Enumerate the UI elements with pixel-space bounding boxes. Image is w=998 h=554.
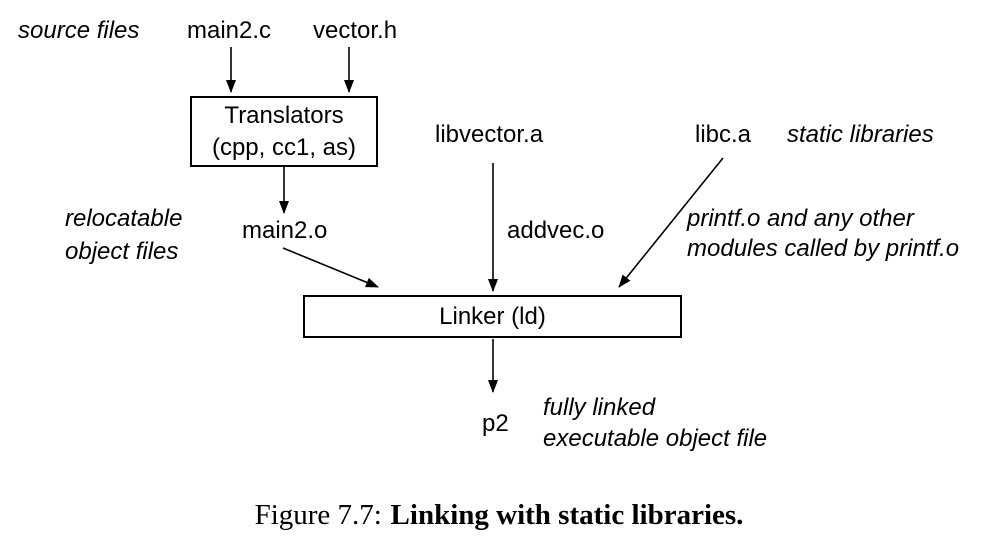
arrow-main2o-to-linker xyxy=(282,247,379,288)
fully-linked-note-line1: fully linked xyxy=(543,394,656,421)
translators-box-subtitle: (cpp, cc1, as) xyxy=(211,133,357,161)
figure-caption-title: Linking with static libraries. xyxy=(390,499,744,531)
printf-modules-note-line2: modules called by printf.o xyxy=(687,235,960,262)
fully-linked-note-line2: executable object file xyxy=(543,425,768,452)
file-libc-a: libc.a xyxy=(695,121,752,148)
file-main2-c: main2.c xyxy=(187,17,272,44)
translators-box: Translators (cpp, cc1, as) xyxy=(190,96,378,167)
printf-modules-note: printf.o and any other modules called by… xyxy=(687,204,959,264)
file-vector-h: vector.h xyxy=(313,17,398,44)
file-main2-o: main2.o xyxy=(242,217,328,244)
fully-linked-note: fully linked executable object file xyxy=(543,392,767,454)
relocatable-object-files-label: relocatable object files xyxy=(65,202,182,268)
linker-box-title: Linker (ld) xyxy=(439,302,546,330)
source-files-label: source files xyxy=(18,17,140,44)
linker-box: Linker (ld) xyxy=(303,295,682,338)
static-libraries-label: static libraries xyxy=(787,121,934,148)
figure-caption-number: Figure 7.7: xyxy=(254,499,382,531)
figure-caption: Figure 7.7:Linking with static libraries… xyxy=(0,498,998,533)
relocatable-object-files-line2: object files xyxy=(65,238,179,265)
relocatable-object-files-line1: relocatable xyxy=(65,205,183,232)
printf-modules-note-line1: printf.o and any other xyxy=(687,205,914,232)
file-libvector-a: libvector.a xyxy=(435,121,544,148)
file-p2: p2 xyxy=(482,410,509,437)
translators-box-title: Translators xyxy=(224,101,344,129)
file-addvec-o: addvec.o xyxy=(507,217,605,244)
